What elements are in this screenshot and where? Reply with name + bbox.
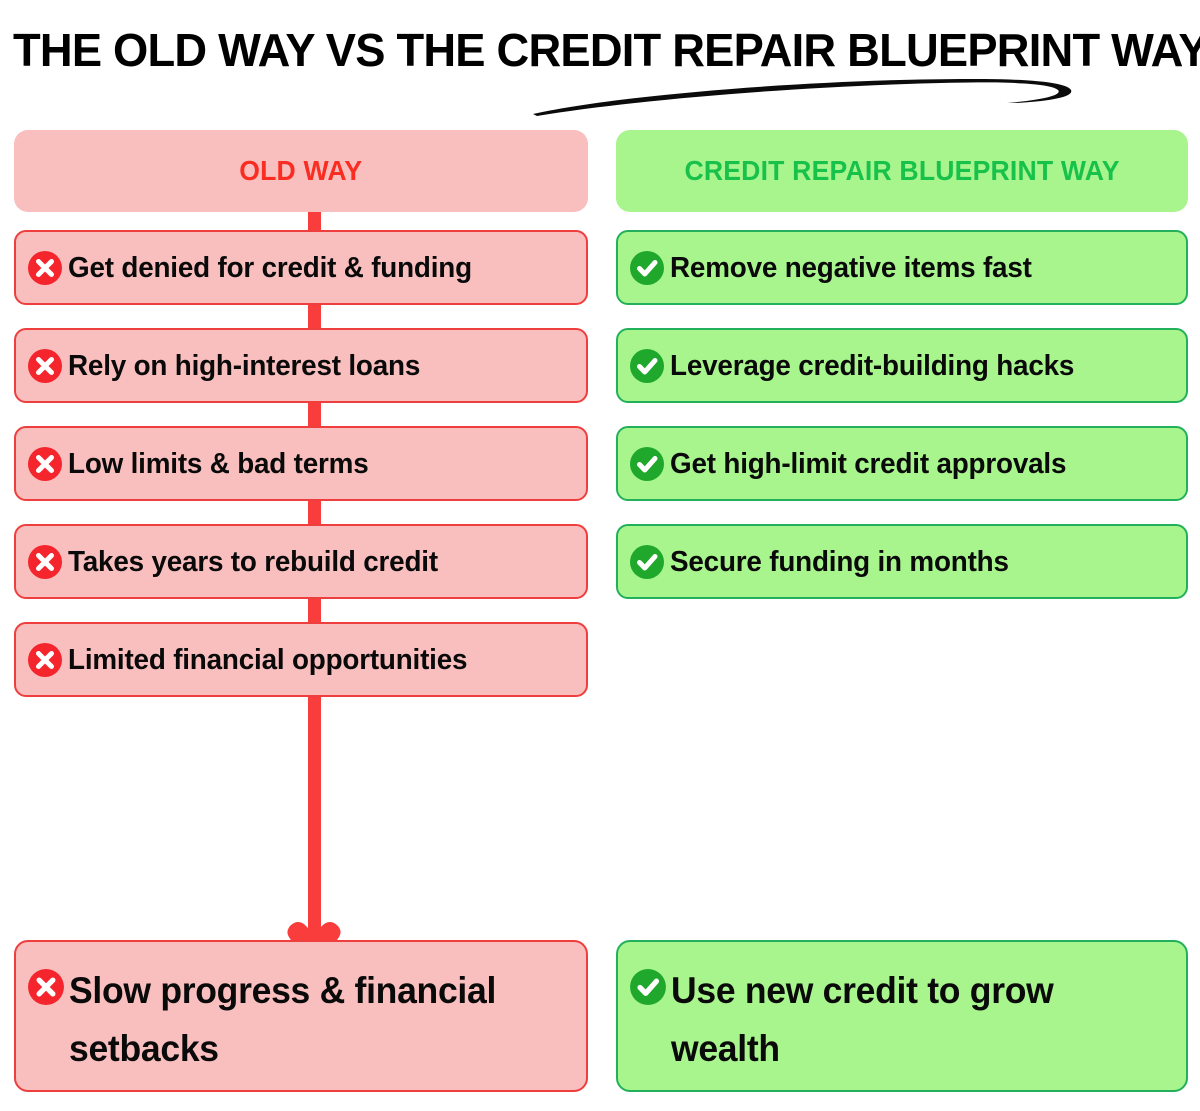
column-blueprint-way: CREDIT REPAIR BLUEPRINT WAY Remove negat…: [616, 130, 1188, 622]
check-circle-icon: [630, 446, 664, 481]
column-header-label-new: CREDIT REPAIR BLUEPRINT WAY: [684, 155, 1120, 186]
swoosh-underline-icon: [533, 78, 1072, 116]
x-circle-icon: [28, 446, 62, 481]
list-item-label: Remove negative items fast: [670, 251, 1032, 284]
list-item-label: Get high-limit credit approvals: [670, 447, 1067, 480]
list-item[interactable]: Remove negative items fast: [616, 230, 1188, 305]
check-circle-icon: [630, 348, 664, 383]
outcome-label-new: Use new credit to grow wealth: [671, 970, 1054, 1069]
list-item-label: Low limits & bad terms: [68, 447, 369, 480]
list-item[interactable]: Secure funding in months: [616, 524, 1188, 599]
column-old-way: OLD WAY Get denied for credit & funding …: [14, 130, 588, 1070]
outcome-box-blueprint-way[interactable]: Use new credit to grow wealth: [616, 940, 1188, 1092]
column-header-blueprint-way: CREDIT REPAIR BLUEPRINT WAY: [616, 130, 1188, 212]
list-item[interactable]: Takes years to rebuild credit: [14, 524, 588, 599]
page-title: THE OLD WAY VS THE CREDIT REPAIR BLUEPRI…: [13, 24, 1200, 76]
check-circle-icon: [630, 969, 666, 1005]
check-circle-icon: [630, 544, 664, 579]
list-item[interactable]: Rely on high-interest loans: [14, 328, 588, 403]
x-circle-icon: [28, 544, 62, 579]
list-item[interactable]: Leverage credit-building hacks: [616, 328, 1188, 403]
list-item-label: Get denied for credit & funding: [68, 251, 472, 284]
old-way-item-list: Get denied for credit & funding Rely on …: [14, 230, 588, 697]
column-header-label-old: OLD WAY: [239, 155, 363, 186]
column-header-old-way: OLD WAY: [14, 130, 588, 212]
list-item-label: Takes years to rebuild credit: [68, 545, 438, 578]
list-item-label: Secure funding in months: [670, 545, 1009, 578]
list-item[interactable]: Low limits & bad terms: [14, 426, 588, 501]
blueprint-way-item-list: Remove negative items fast Leverage cred…: [616, 230, 1188, 599]
list-item-label: Limited financial opportunities: [68, 643, 468, 676]
list-item[interactable]: Limited financial opportunities: [14, 622, 588, 697]
list-item-label: Leverage credit-building hacks: [670, 349, 1075, 382]
x-circle-icon: [28, 642, 62, 677]
title-block: THE OLD WAY VS THE CREDIT REPAIR BLUEPRI…: [0, 0, 1200, 118]
outcome-box-old-way[interactable]: Slow progress & financial setbacks: [14, 940, 588, 1092]
list-item[interactable]: Get denied for credit & funding: [14, 230, 588, 305]
outcome-label-old: Slow progress & financial setbacks: [69, 970, 497, 1069]
check-circle-icon: [630, 250, 664, 285]
list-item[interactable]: Get high-limit credit approvals: [616, 426, 1188, 501]
x-circle-icon: [28, 348, 62, 383]
x-circle-icon: [28, 969, 64, 1005]
list-item-label: Rely on high-interest loans: [68, 349, 421, 382]
x-circle-icon: [28, 250, 62, 285]
